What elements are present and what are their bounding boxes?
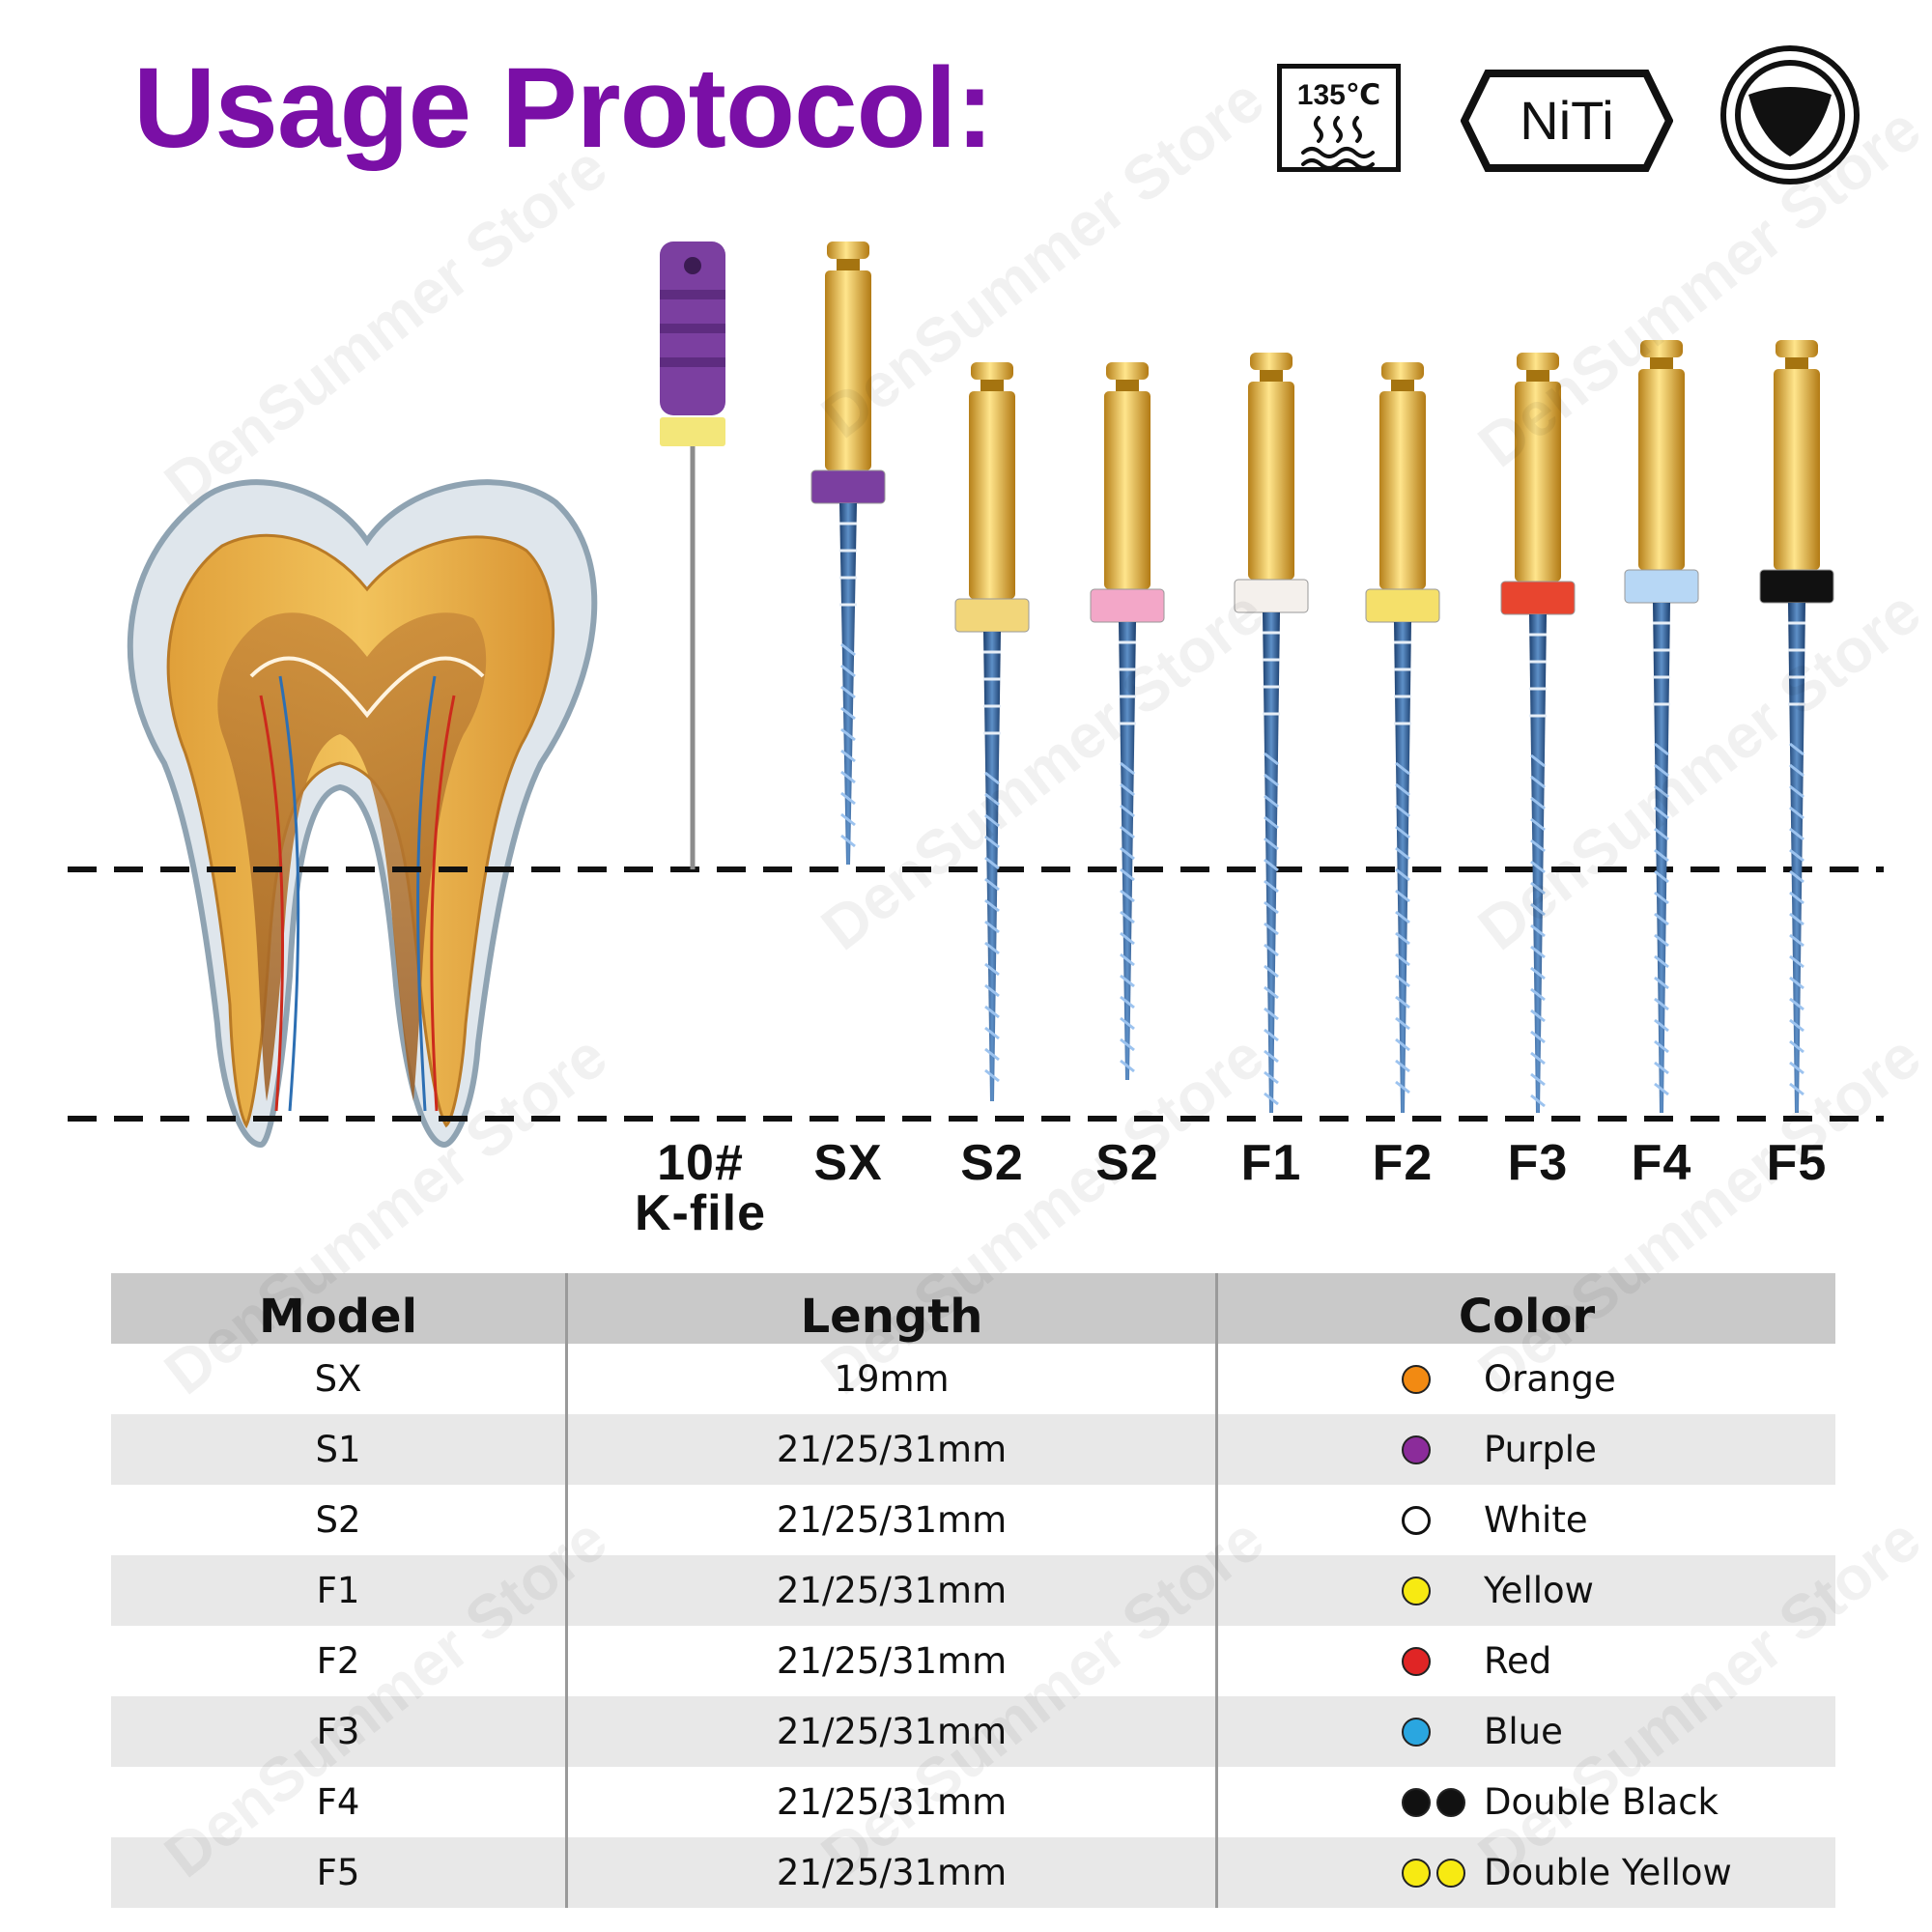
cell-model: F5 (111, 1837, 568, 1908)
file-label-line1: F4 (1631, 1135, 1692, 1191)
rotary-file (1090, 362, 1165, 1080)
cell-length: 21/25/31mm (566, 1485, 1218, 1555)
color-name: Double Yellow (1484, 1852, 1732, 1893)
color-name: Purple (1484, 1429, 1597, 1470)
file-label-line1: SX (813, 1135, 883, 1191)
header-color: Color (1216, 1273, 1835, 1344)
color-name: Double Black (1484, 1781, 1719, 1823)
rotary-files-group (810, 242, 1834, 1113)
rotary-file (1234, 353, 1309, 1113)
file-label-line1: 10# (657, 1135, 744, 1191)
color-dot-icon (1402, 1435, 1431, 1464)
page-title: Usage Protocol: (133, 44, 994, 172)
cell-color: Orange (1217, 1344, 1836, 1414)
cell-length: 21/25/31mm (566, 1626, 1218, 1696)
color-dot-icon (1402, 1717, 1431, 1747)
cell-length: 21/25/31mm (566, 1767, 1218, 1837)
file-label: F3 (1461, 1138, 1615, 1188)
color-dot-icon (1402, 1646, 1431, 1676)
color-name: Blue (1484, 1711, 1563, 1752)
cell-model: F1 (111, 1555, 568, 1626)
color-dot-icon (1402, 1858, 1431, 1888)
cell-model: F3 (111, 1696, 568, 1767)
color-dot-icon (1402, 1787, 1431, 1817)
cell-length: 19mm (566, 1344, 1218, 1414)
rotary-file (1624, 340, 1699, 1113)
header-length: Length (566, 1273, 1218, 1344)
cell-length: 21/25/31mm (566, 1696, 1218, 1767)
color-name: Orange (1484, 1358, 1616, 1400)
cell-color: Double Black (1217, 1767, 1836, 1837)
table-header-row: Model Length Color (111, 1273, 1835, 1344)
triangle-cross-section-icon (1720, 45, 1860, 185)
cell-length: 21/25/31mm (566, 1837, 1218, 1908)
file-label-line1: F1 (1240, 1135, 1302, 1191)
file-label: SX (771, 1138, 925, 1188)
autoclave-badge: 135℃ (1277, 64, 1401, 172)
cell-color: Yellow (1216, 1555, 1835, 1626)
file-label-line1: S2 (960, 1135, 1024, 1191)
color-dot-icon (1402, 1576, 1431, 1605)
cell-color: Red (1217, 1626, 1836, 1696)
steam-icon (1301, 116, 1375, 170)
file-label-line2: K-file (635, 1185, 766, 1241)
cell-color: Double Yellow (1216, 1837, 1835, 1908)
niti-badge: NiTi (1461, 70, 1673, 172)
cell-length: 21/25/31mm (566, 1555, 1218, 1626)
file-label: F2 (1325, 1138, 1480, 1188)
color-name: Yellow (1484, 1570, 1594, 1611)
tooth-cross-section (127, 479, 598, 1149)
cell-model: S2 (111, 1485, 568, 1555)
niti-label: NiTi (1520, 90, 1613, 151)
color-dot-icon (1402, 1505, 1431, 1535)
file-label: 10#K-file (623, 1138, 778, 1238)
color-dot-icon (1436, 1787, 1465, 1817)
file-label-line1: F2 (1372, 1135, 1434, 1191)
color-name: Red (1484, 1640, 1552, 1682)
color-dot-icon (1402, 1364, 1431, 1394)
cell-length: 21/25/31mm (566, 1414, 1218, 1485)
rotary-file (1759, 340, 1834, 1113)
rotary-file (1365, 362, 1440, 1113)
file-label: S2 (1050, 1138, 1205, 1188)
temperature-label: 135℃ (1296, 79, 1381, 111)
cell-model: S1 (111, 1414, 568, 1485)
file-label: F4 (1584, 1138, 1739, 1188)
cell-model: SX (111, 1344, 568, 1414)
file-label: F1 (1194, 1138, 1349, 1188)
cell-color: White (1217, 1485, 1836, 1555)
color-name: White (1484, 1499, 1588, 1541)
k-file-instrument (660, 242, 725, 869)
cell-model: F2 (111, 1626, 568, 1696)
file-label-line1: F3 (1507, 1135, 1569, 1191)
file-label: S2 (915, 1138, 1069, 1188)
file-label-line1: F5 (1766, 1135, 1828, 1191)
file-label-line1: S2 (1095, 1135, 1159, 1191)
cell-color: Blue (1216, 1696, 1835, 1767)
rotary-file (954, 362, 1030, 1101)
color-dot-icon (1436, 1858, 1465, 1888)
header-model: Model (111, 1273, 568, 1344)
cell-model: F4 (111, 1767, 568, 1837)
rotary-file (1500, 353, 1576, 1113)
usage-illustration (68, 242, 1884, 1149)
file-label: F5 (1719, 1138, 1874, 1188)
cell-color: Purple (1216, 1414, 1835, 1485)
rotary-file (810, 242, 886, 865)
